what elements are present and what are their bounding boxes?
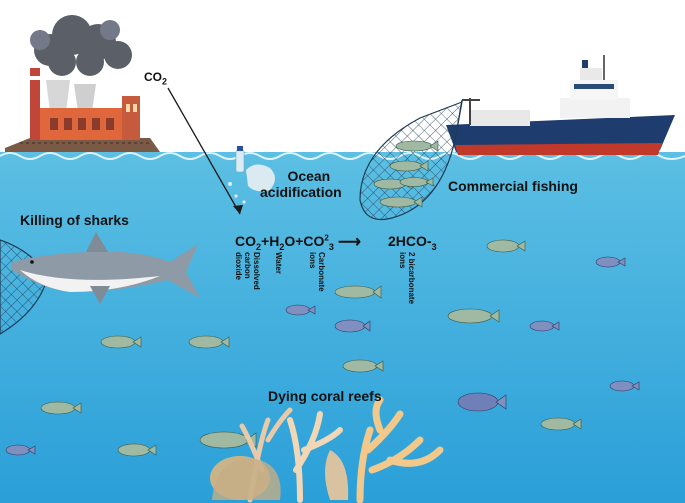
carbonate-ions-annotation: Carbonate ions	[308, 252, 326, 292]
ocean-acidification-line2: acidification	[260, 184, 342, 200]
bicarbonate-ions-annotation: 2 bicarbonate ions	[398, 252, 416, 305]
chemical-equation-reactants: CO2+H2O+CO23	[235, 233, 334, 252]
fish-school	[40, 140, 582, 457]
factory	[30, 68, 140, 140]
fishing-net	[359, 99, 463, 221]
reaction-arrow: ⟶	[338, 234, 361, 251]
factory-ground	[5, 138, 160, 152]
tropical-fish	[5, 256, 640, 456]
coral-reef	[210, 396, 444, 503]
shark	[12, 232, 200, 304]
co2-arrow	[167, 87, 241, 215]
dying-coral-reefs-label: Dying coral reefs	[268, 388, 382, 404]
killing-of-sharks-label: Killing of sharks	[20, 212, 129, 228]
commercial-fishing-label: Commercial fishing	[448, 178, 578, 194]
water-annotation: Water	[274, 252, 283, 274]
chemical-equation-product: 2HCO-3	[388, 233, 437, 252]
plastic-waste	[228, 146, 275, 204]
ocean-acidification-line1: Ocean	[287, 168, 331, 184]
fishing-ship	[446, 55, 675, 155]
ocean-acidification-label: Ocean acidification	[260, 168, 342, 200]
dissolved-co2-annotation: Dissolved carbon dioxide	[234, 252, 261, 290]
smoke-cloud	[30, 15, 132, 76]
co2-label: CO2	[144, 70, 168, 87]
